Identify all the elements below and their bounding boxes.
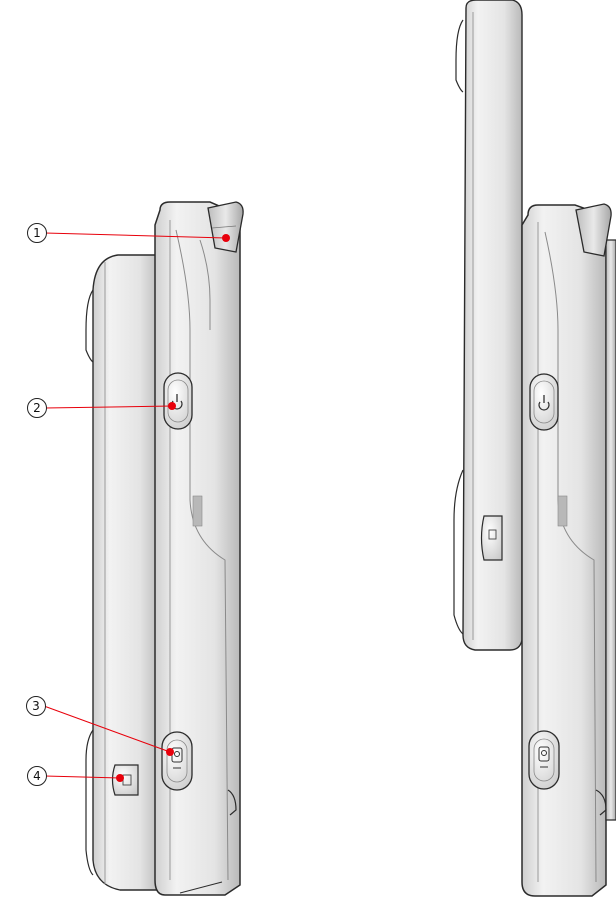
right-side-slot — [558, 496, 567, 526]
right-power-button — [530, 374, 558, 430]
right-main-body — [522, 205, 606, 896]
callout-dot-2 — [168, 402, 176, 410]
callout-1: 1 — [27, 223, 47, 243]
left-device — [86, 202, 243, 895]
callout-2: 2 — [27, 398, 47, 418]
right-camera-button — [529, 731, 559, 789]
left-side-slot — [193, 496, 202, 526]
left-camera-button — [162, 732, 192, 790]
callout-4: 4 — [27, 766, 47, 786]
right-device — [454, 0, 616, 896]
callout-dot-3 — [166, 748, 174, 756]
right-lock-button — [482, 516, 503, 560]
callout-3: 3 — [26, 696, 46, 716]
left-power-button — [164, 373, 192, 429]
left-lock-button — [113, 765, 139, 795]
callout-dot-4 — [116, 774, 124, 782]
callout-dot-1 — [222, 234, 230, 242]
